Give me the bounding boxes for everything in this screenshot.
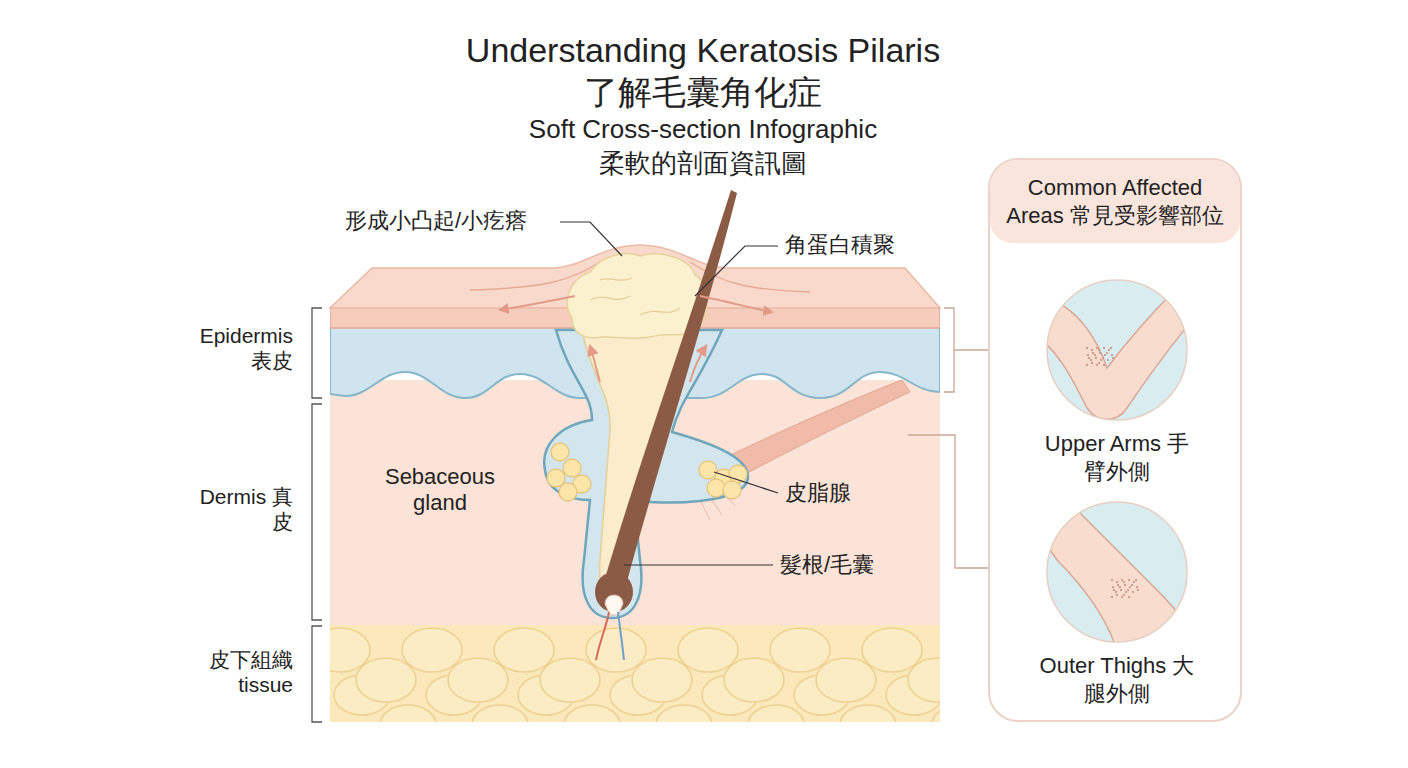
title: Understanding Keratosis Pilaris [303, 30, 1103, 70]
panel-heading: Common Affected Areas 常見受影響部位 [990, 160, 1240, 243]
area-label: Upper Arms 手臂外側 [1037, 430, 1197, 485]
thigh-illustration [1027, 500, 1207, 646]
arm-illustration [1027, 278, 1207, 424]
area-circle: Outer Thighs 大腿外側 [1027, 500, 1207, 707]
callout-label: 皮脂腺 [785, 480, 875, 506]
hair-shaft [603, 190, 737, 585]
subtitle: 柔軟的剖面資訊圖 [453, 148, 953, 179]
layer-label: Epidermis 表皮 [173, 324, 293, 374]
layer-brackets [312, 308, 322, 722]
areas-panel: Common Affected Areas 常見受影響部位 Upper Arms … [988, 158, 1242, 722]
panel-brackets [908, 308, 988, 568]
callout-label: 髮根/毛囊 [780, 552, 900, 578]
leader-lines [560, 222, 778, 565]
area-circle: Upper Arms 手臂外側 [1027, 278, 1207, 485]
arrector-muscle [700, 380, 910, 492]
callout-label: 角蛋白積聚 [785, 232, 915, 258]
keratin-plug [567, 254, 707, 339]
layer-label: Dermis 真皮 [193, 485, 293, 535]
area-label: Outer Thighs 大腿外側 [1037, 652, 1197, 707]
part-label: Sebaceous gland [370, 464, 510, 516]
subtitle: 了解毛囊角化症 [403, 72, 1003, 112]
subtitle: Soft Cross-section Infographic [353, 114, 1053, 145]
layer-label: 皮下組織 tissue [173, 648, 293, 698]
callout-label: 形成小凸起/小疙瘩 [345, 208, 560, 234]
